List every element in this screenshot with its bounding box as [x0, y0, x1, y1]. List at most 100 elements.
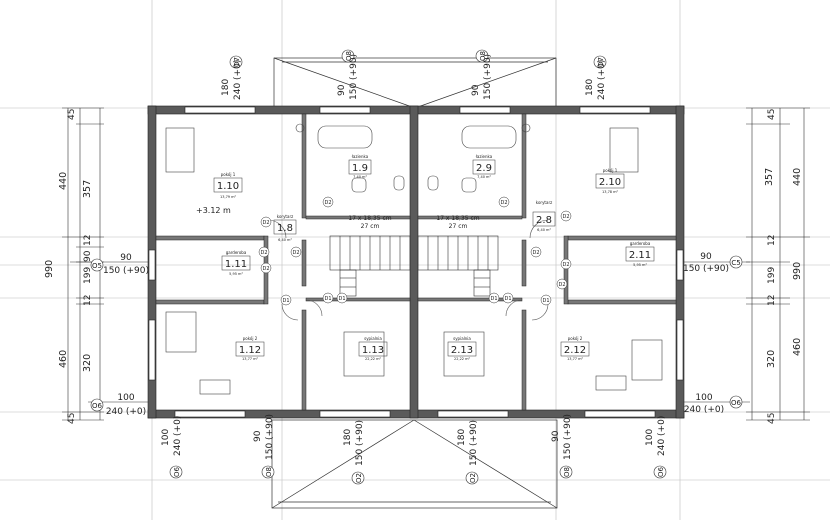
room-number: 1.8: [277, 223, 293, 234]
room-area: 6,40 m²: [278, 238, 292, 242]
room-name: łazienka: [352, 154, 369, 159]
top-tag-1-w1: 180: [221, 79, 231, 96]
top-window-tag-2: O8 90 150 (+90): [337, 49, 359, 100]
door-label: D2: [262, 266, 269, 272]
bottom-tag-3-w2: 150 (+90): [355, 420, 365, 466]
door-label: D2: [500, 200, 507, 206]
balcony-bottom: [271, 419, 558, 509]
room-name: sypialnia: [453, 336, 471, 341]
window-code-c5: C5: [731, 259, 740, 267]
bottom-tag-5-w2: 150 (+90): [563, 414, 573, 460]
right-dim-320: 320: [766, 350, 777, 368]
right-dim-199: 199: [767, 267, 777, 284]
height-note: +3.12 m: [196, 206, 231, 215]
stair-right-steps: 17 x 18,35 cm: [436, 215, 479, 222]
staircase-right: [417, 235, 499, 297]
bottom-tag-3-code: O2: [355, 473, 363, 483]
bottom-tag-5-w1: 90: [551, 430, 561, 442]
door-label: D2: [532, 250, 539, 256]
top-tag-1-code: O7: [233, 57, 241, 67]
door-label: D2: [558, 282, 565, 288]
door-tag: D2: [560, 258, 572, 270]
door-tag: D2: [560, 210, 572, 222]
bottom-window-tag-4: O2 180 150 (+90): [457, 420, 479, 485]
window-code-o6-left: O6: [92, 402, 103, 410]
room-name: pokój 1: [603, 168, 618, 173]
room-1-13: sypialnia 1.13 22,22 m²: [358, 336, 388, 361]
door-label: D1: [542, 298, 549, 304]
door-label: D1: [504, 296, 511, 302]
top-tag-1-w2: 240 (+0): [233, 60, 243, 100]
left-dim-45-top: 45: [67, 109, 77, 120]
room-name: pokój 1: [221, 172, 236, 177]
room-2-11: garderoba 2.11 5,95 m²: [625, 241, 655, 267]
door-tag: D2: [260, 262, 272, 274]
left-dim-460: 460: [58, 350, 69, 368]
windows: [148, 106, 684, 418]
bottom-tag-4-w2: 150 (+90): [469, 420, 479, 466]
right-dim-440: 440: [792, 168, 803, 186]
room-number: 1.10: [217, 181, 239, 192]
stair-right-tread: 27 cm: [449, 223, 468, 230]
window-tag-o5: O5 90 150 (+90): [70, 253, 149, 276]
top-window-tag-1: O7 180 240 (+0): [221, 55, 243, 100]
stair-left-tread: 27 cm: [361, 223, 380, 230]
bottom-window-tag-1: O6 100 240 (+0): [161, 416, 183, 479]
furniture: [165, 123, 663, 395]
balcony-top: [273, 57, 557, 109]
left-dim-12-a: 12: [83, 235, 93, 246]
bottom-tag-1-w2: 240 (+0): [173, 416, 183, 456]
bottom-tag-5-code: O8: [563, 467, 571, 477]
room-name: sypialnia: [364, 336, 382, 341]
room-number: 2.13: [451, 345, 473, 356]
left-dim-12-b: 12: [83, 295, 93, 306]
bottom-tag-2-code: O8: [265, 467, 273, 477]
room-name: garderoba: [226, 250, 247, 255]
room-area: 13,77 m²: [242, 357, 259, 361]
room-2-12: pokój 2 2.12 13,77 m²: [560, 336, 590, 361]
window-c5-height: 150 (+90): [683, 264, 729, 274]
room-area: 13,78 m²: [602, 190, 619, 194]
room-number: 1.9: [352, 163, 368, 174]
top-window-tag-4: O7 180 240 (+0): [585, 55, 607, 100]
window-tag-c5: C5 90 150 (+90): [683, 252, 750, 274]
room-number: 2.12: [564, 345, 586, 356]
left-dim-440: 440: [58, 172, 69, 190]
stair-left-steps: 17 x 18,35 cm: [348, 215, 391, 222]
window-o6-left-width: 100: [117, 393, 134, 403]
door-tag: D1: [502, 292, 514, 304]
bottom-tag-4-w1: 180: [457, 429, 467, 446]
room-number: 2.9: [476, 163, 492, 174]
room-number: 2.10: [599, 177, 621, 188]
door-label: D2: [292, 250, 299, 256]
left-dim-990: 990: [44, 260, 55, 278]
room-name: garderoba: [630, 241, 651, 246]
inner-walls: [155, 113, 677, 411]
bottom-tag-1-code: O6: [173, 466, 181, 477]
door-label: D2: [262, 220, 269, 226]
room-area: 13,79 m²: [220, 195, 237, 199]
left-dim-45-bottom: 45: [67, 413, 77, 424]
top-tag-4-code: O7: [597, 57, 605, 67]
top-tag-4-w1: 180: [585, 79, 595, 96]
window-o5-height: 150 (+90): [103, 266, 149, 276]
bottom-tag-6-w1: 100: [645, 429, 655, 446]
bottom-window-tag-6: O6 100 240 (+0): [645, 416, 667, 479]
window-o6-right-width: 100: [695, 393, 712, 403]
door-arcs: [267, 219, 549, 321]
door-tag: D1: [540, 294, 552, 306]
right-dim-12-a: 12: [767, 235, 777, 246]
bottom-window-tag-2: O8 90 150 (+90): [253, 414, 275, 479]
room-name: korytarz: [277, 214, 293, 219]
left-dim-320: 320: [82, 354, 93, 372]
window-o5-width: 90: [120, 253, 132, 263]
window-code-o5: O5: [92, 262, 102, 270]
bottom-tag-4-code: O2: [469, 473, 477, 483]
room-1-12: pokój 2 1.12 13,77 m²: [235, 336, 265, 361]
room-1-10: pokój 1 1.10 13,79 m²: [213, 172, 243, 199]
door-tag: D2: [556, 278, 568, 290]
door-tag: D1: [280, 294, 292, 306]
door-tag: D1: [336, 292, 348, 304]
left-dim-357: 357: [82, 180, 93, 198]
room-area: 22,22 m²: [365, 357, 382, 361]
